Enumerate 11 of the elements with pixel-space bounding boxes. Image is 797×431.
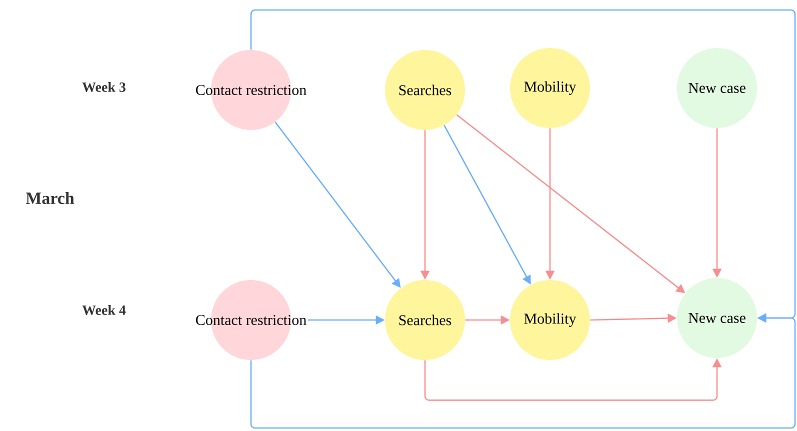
circle-node: New case: [677, 278, 757, 358]
circle-node: Contact restriction: [196, 50, 306, 130]
row-label: Week 4: [82, 305, 126, 315]
circle-node: Contact restriction: [196, 280, 306, 360]
circle-node: Searches: [385, 50, 465, 130]
circle-node: New case: [677, 48, 757, 128]
circle-node: Mobility: [510, 48, 590, 128]
circle-node: Searches: [385, 280, 465, 360]
row-label: Week 3: [82, 82, 126, 92]
circle-node: Mobility: [510, 280, 590, 360]
row-label: March: [26, 192, 74, 204]
